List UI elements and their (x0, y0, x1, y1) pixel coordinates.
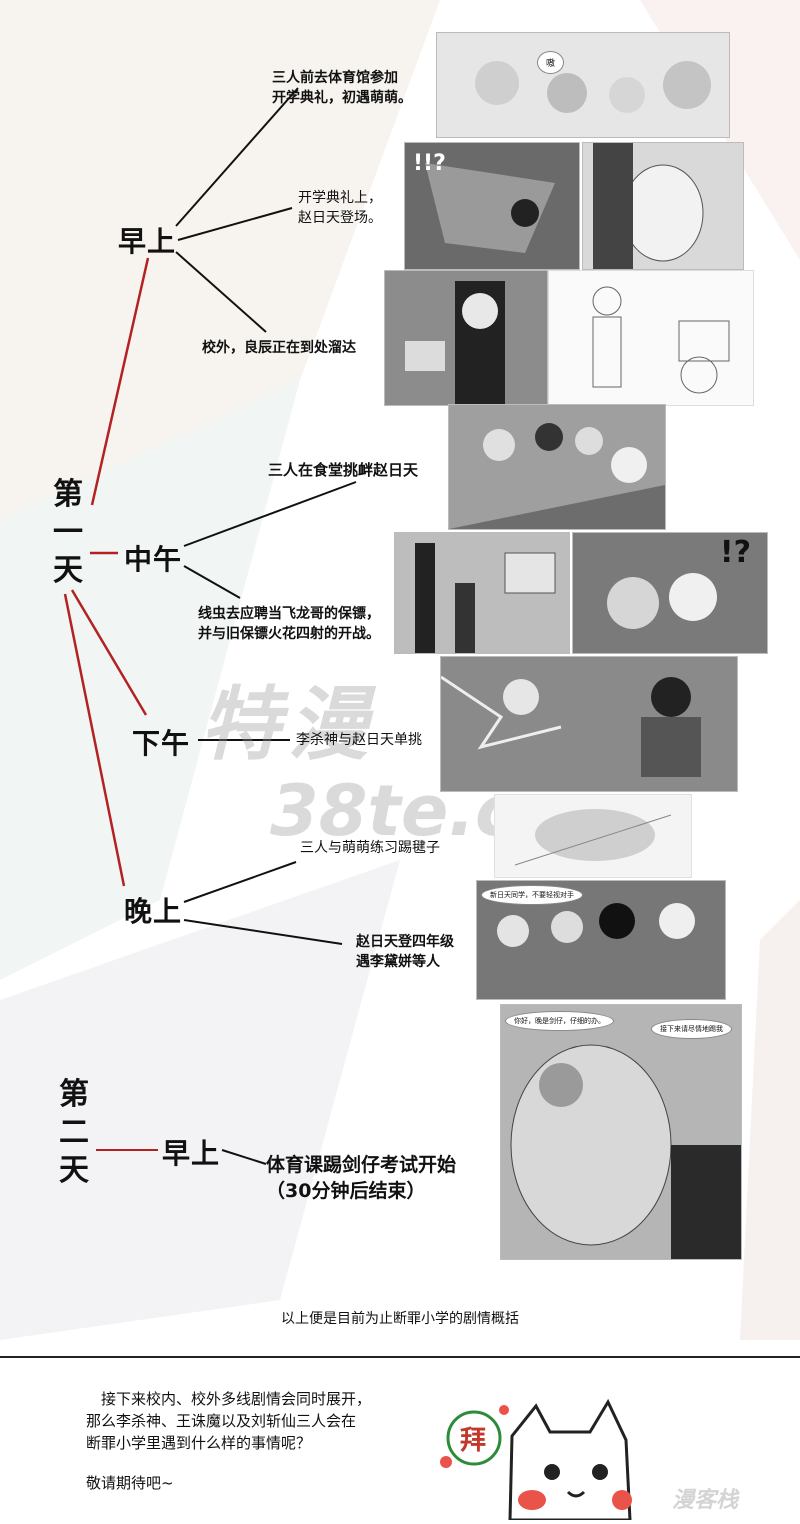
day-one-label: 第 一 天 (48, 476, 88, 590)
day-two-char-2: 二 (59, 1115, 89, 1150)
section-divider (0, 1356, 800, 1358)
manga-panel-exam: 你好，晚是剑仔，仔细的办。 接下来请尽情地踢我 (500, 1004, 742, 1260)
caption-zhao-appears-line-1: 开学典礼上， (298, 190, 382, 206)
watermark-main: 特漫 (200, 678, 376, 771)
caption-exam: 体育课踢剑仔考试开始 （30分钟后结束） (266, 1152, 456, 1204)
manga-panel-shuttlecock (494, 794, 692, 878)
day-two-char-3: 天 (59, 1153, 89, 1188)
outro-paragraph: 接下来校内、校外多线剧情会同时展开， 那么李杀神、王诛魔以及刘斩仙三人会在 断罪… (86, 1388, 371, 1454)
caption-assembly: 三人前去体育馆参加 开学典礼，初遇萌萌。 (272, 68, 412, 108)
manga-panel-wheelchair (548, 270, 754, 406)
caption-duel: 李杀神与赵日天单挑 (296, 732, 422, 748)
caption-exam-line-2: （30分钟后结束） (266, 1180, 426, 1202)
outro-line-2: 那么李杀神、王诛魔以及刘斩仙三人会在 (86, 1412, 357, 1430)
watermark: 特漫 38te.com (200, 660, 637, 900)
panel-bubble-1: 嗷 (537, 51, 565, 74)
caption-assembly-line-2: 开学典礼，初遇萌萌。 (272, 90, 412, 106)
manga-panel-car: !? (572, 532, 768, 654)
panel-bubble-4: 接下来请尽情地踢我 (651, 1019, 732, 1039)
panel-exclaim-2: !? (719, 535, 751, 570)
manga-panel-fourth-grade: 新日天同学，不要轻视对手 (476, 880, 726, 1000)
manga-panel-assembly: 嗷 (436, 32, 730, 138)
period-d1-afternoon: 下午 (132, 727, 191, 760)
caption-shuttlecock: 三人与萌萌练习踢毽子 (300, 840, 440, 856)
panel-exclaim-1: !!? (413, 151, 446, 176)
day-two-char-1: 第 (59, 1077, 89, 1112)
caption-fourth-grade-line-2: 遇李黛姘等人 (356, 954, 440, 970)
day-one-char-1: 第 (53, 477, 83, 512)
day-two-label: 第 二 天 (54, 1076, 94, 1190)
summary-text: 以上便是目前为止断罪小学的剧情概括 (281, 1311, 519, 1327)
manga-panel-liangchen (384, 270, 548, 406)
brand-logo: 漫客栈 (672, 1488, 739, 1513)
period-d1-noon: 中午 (124, 543, 183, 576)
panel-bubble-3: 你好，晚是剑仔，仔细的办。 (505, 1011, 614, 1031)
caption-bodyguard-line-2: 并与旧保镖火花四射的开战。 (198, 626, 380, 642)
caption-bodyguard-line-1: 线虫去应聘当飞龙哥的保镖， (198, 606, 380, 622)
caption-liangchen: 校外，良辰正在到处溜达 (202, 340, 356, 356)
manga-panel-zhao-right (582, 142, 744, 270)
day-one-char-3: 天 (53, 553, 83, 588)
manga-panel-canteen (448, 404, 666, 530)
caption-zhao-appears: 开学典礼上， 赵日天登场。 (298, 188, 382, 228)
caption-fourth-grade-line-1: 赵日天登四年级 (356, 934, 454, 950)
caption-assembly-line-1: 三人前去体育馆参加 (272, 70, 398, 86)
caption-exam-line-1: 体育课踢剑仔考试开始 (266, 1154, 457, 1176)
mascot-cat: 拜 (440, 1396, 640, 1522)
caption-fourth-grade: 赵日天登四年级 遇李黛姘等人 (356, 932, 454, 972)
ending-text: 敬请期待吧~ (86, 1474, 174, 1492)
period-d1-morning: 早上 (118, 225, 177, 258)
mascot-sign: 拜 (460, 1426, 487, 1456)
manga-panel-office (394, 532, 570, 654)
outro-line-1: 接下来校内、校外多线剧情会同时展开， (101, 1390, 372, 1408)
caption-canteen: 三人在食堂挑衅赵日天 (268, 461, 419, 479)
period-d1-evening: 晚上 (124, 895, 183, 928)
caption-zhao-appears-line-2: 赵日天登场。 (298, 210, 382, 226)
outro-line-3: 断罪小学里遇到什么样的事情呢？ (86, 1434, 312, 1452)
manga-panel-zhao-left: !!? (404, 142, 580, 270)
manga-panel-duel (440, 656, 738, 792)
caption-bodyguard: 线虫去应聘当飞龙哥的保镖， 并与旧保镖火花四射的开战。 (198, 604, 380, 644)
panel-bubble-2: 新日天同学，不要轻视对手 (481, 885, 583, 905)
period-d2-morning: 早上 (162, 1137, 221, 1170)
day-one-char-2: 一 (53, 515, 83, 550)
